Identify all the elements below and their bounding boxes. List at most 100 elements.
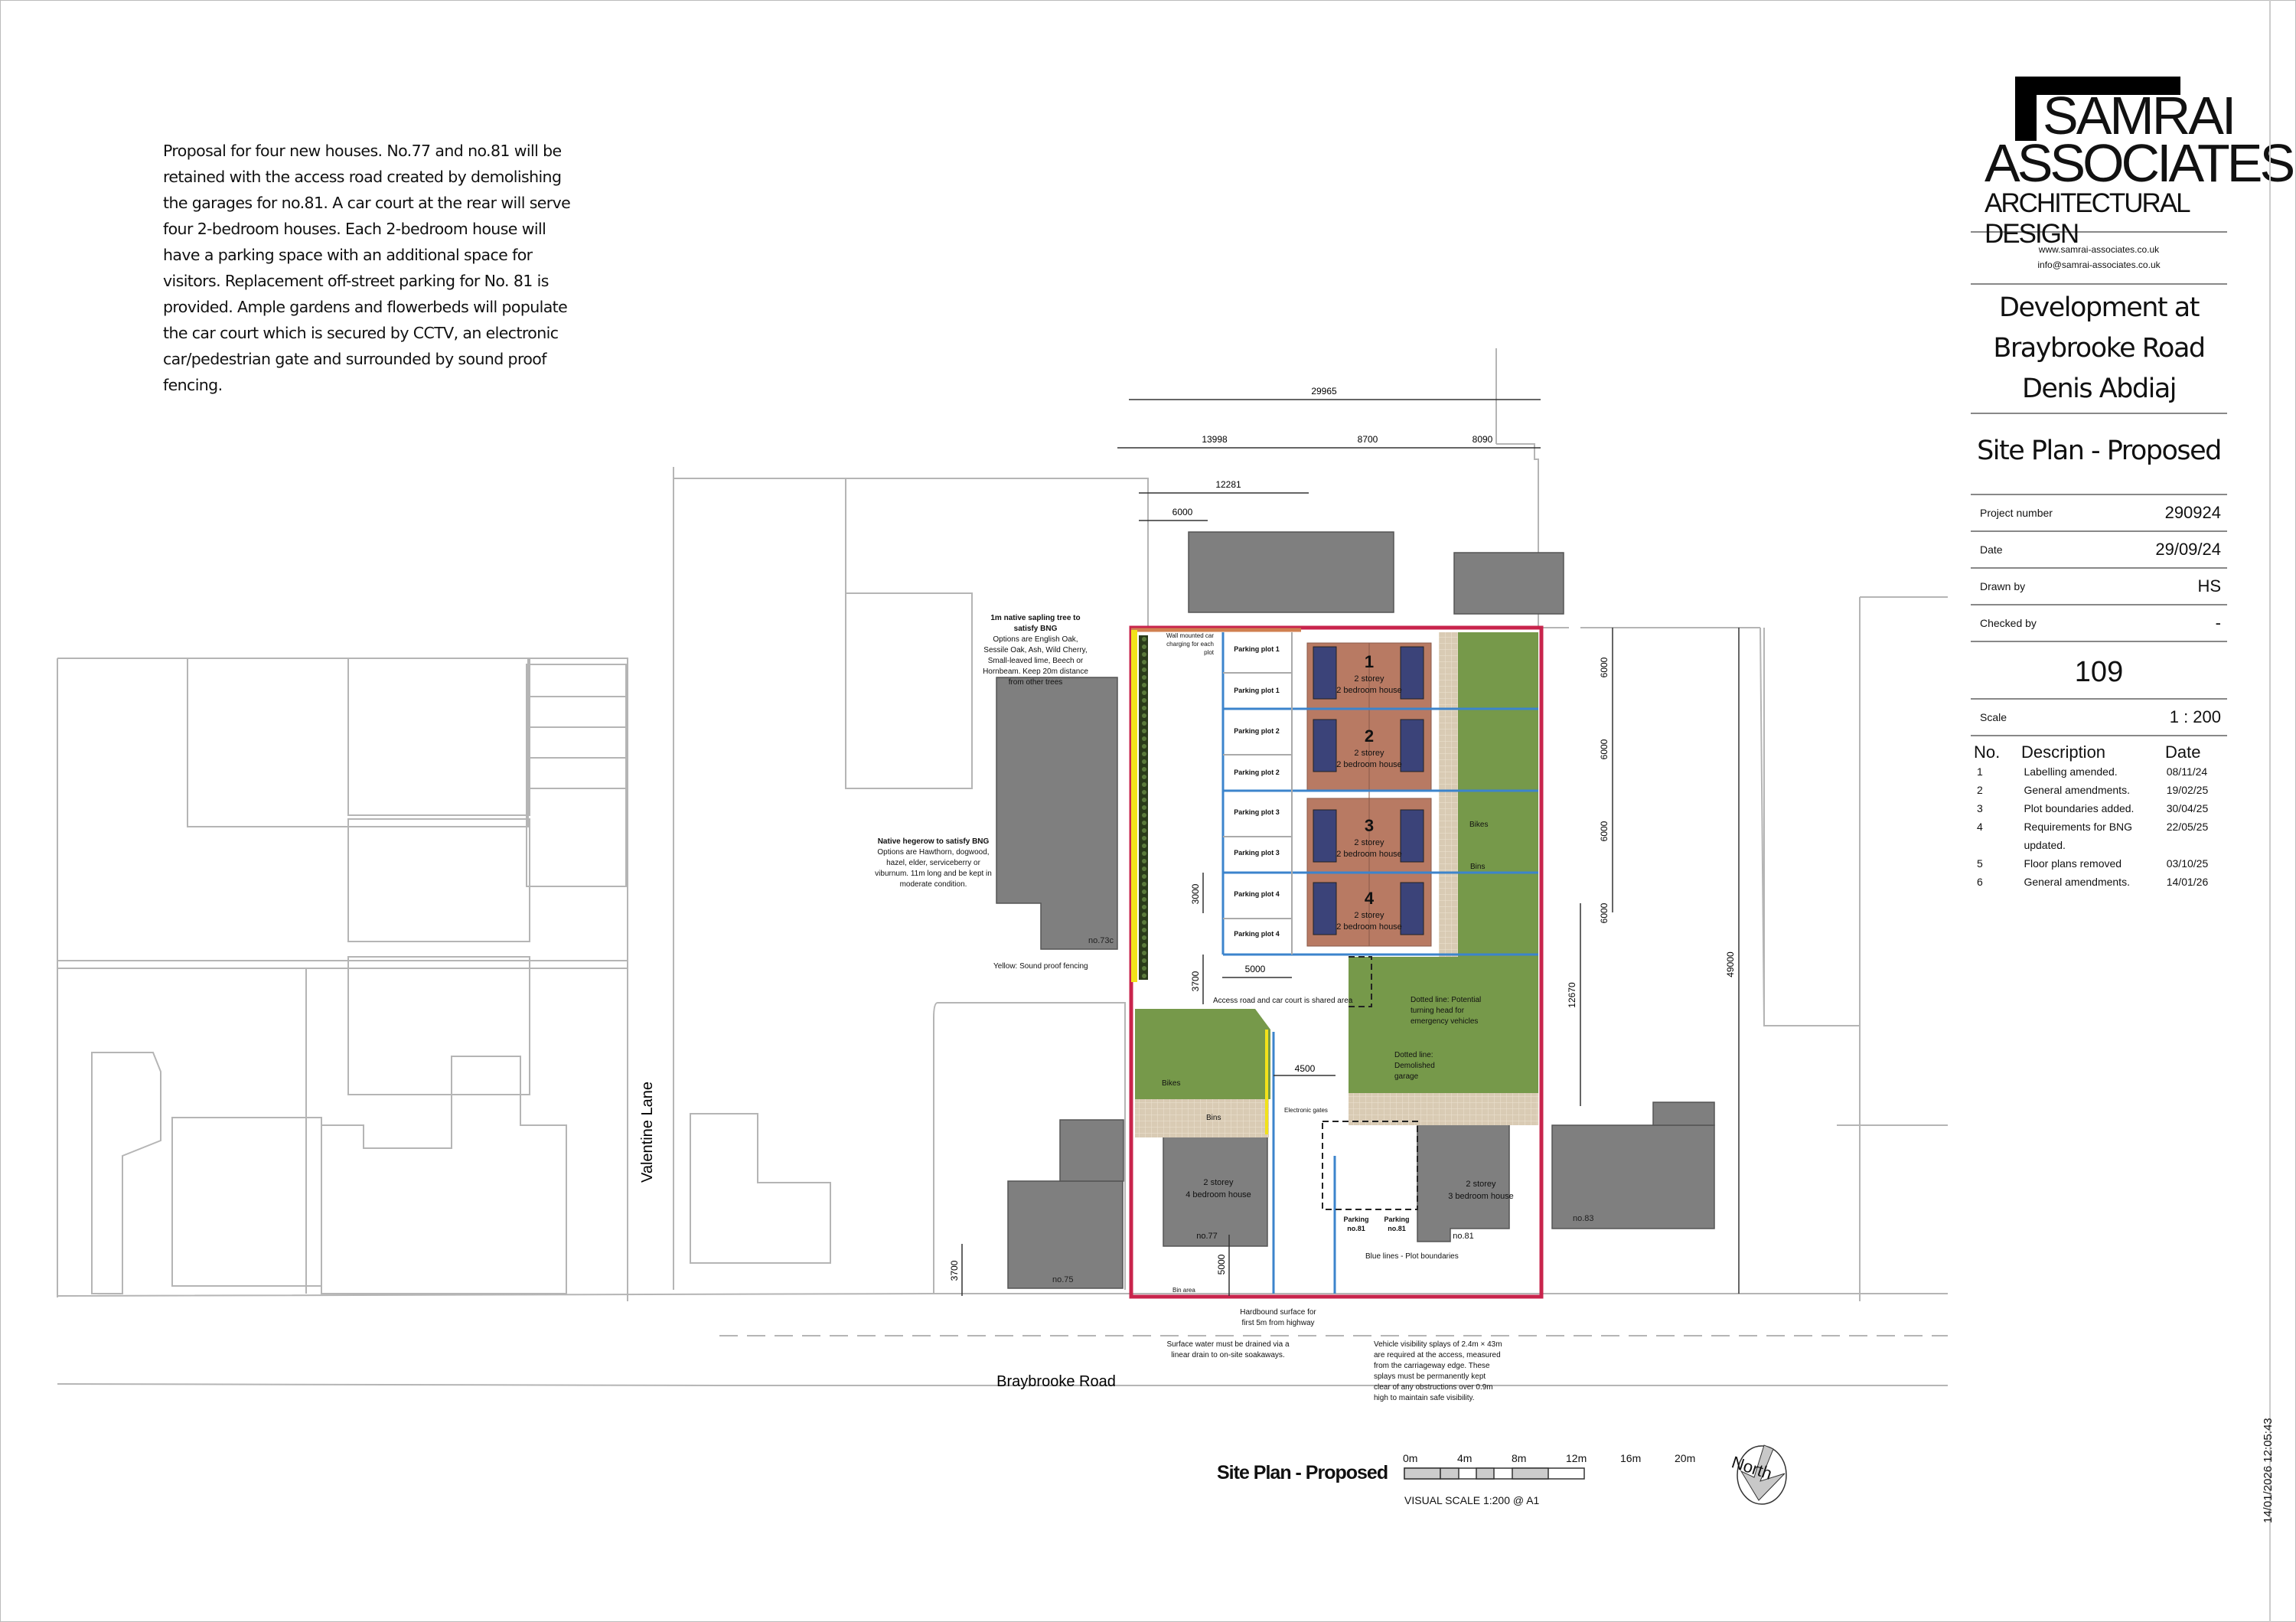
sheet-edge — [2269, 0, 2271, 1622]
company-logo: SAMRAI ASSOCIATES ARCHITECTURAL DESIGN — [1971, 61, 2295, 249]
svg-text:12670: 12670 — [1567, 982, 1577, 1008]
sound-fence — [1131, 630, 1137, 982]
svg-text:3 bedroom house: 3 bedroom house — [1448, 1192, 1514, 1201]
svg-text:2: 2 — [1365, 726, 1374, 746]
svg-text:2 storey: 2 storey — [1354, 674, 1384, 684]
left-garden — [1135, 1009, 1270, 1099]
native-hedgerow — [1139, 635, 1148, 980]
no73c-label: no.73c — [1088, 936, 1114, 945]
svg-text:2 bedroom house: 2 bedroom house — [1336, 760, 1402, 769]
dim-5000: 5000 — [1245, 964, 1266, 974]
svg-text:Parking plot 1: Parking plot 1 — [1234, 687, 1280, 694]
svg-text:Parking plot 3: Parking plot 3 — [1234, 808, 1280, 816]
email-link[interactable]: info@samrai-associates.co.uk — [2037, 259, 2161, 270]
road-valentine: Valentine Lane — [639, 1082, 656, 1183]
visual-scale-note: VISUAL SCALE 1:200 @ A1 — [1404, 1494, 1540, 1506]
svg-text:2 storey: 2 storey — [1354, 911, 1384, 920]
no75-label: no.75 — [1052, 1275, 1074, 1284]
dimension-lines — [961, 399, 1740, 1296]
svg-text:Parking plot 4: Parking plot 4 — [1234, 890, 1280, 898]
svg-text:Parking plot 4: Parking plot 4 — [1234, 930, 1280, 938]
svg-text:4: 4 — [1365, 889, 1375, 908]
svg-text:2 bedroom house: 2 bedroom house — [1336, 686, 1402, 695]
visibility-splay-note: Vehicle visibility splays of 2.4m × 43m … — [1374, 1340, 1502, 1402]
hardbound-note: Hardbound surface for first 5m from high… — [1240, 1308, 1316, 1327]
svg-text:2 bedroom house: 2 bedroom house — [1336, 850, 1402, 859]
surface-water-note: Surface water must be drained via a line… — [1166, 1340, 1290, 1359]
dim-13998: 13998 — [1202, 434, 1228, 445]
svg-text:Electronic gates: Electronic gates — [1284, 1107, 1328, 1114]
no83-label: no.83 — [1573, 1214, 1594, 1223]
road-braybrooke: Braybrooke Road — [996, 1373, 1116, 1390]
website-link[interactable]: www.samrai-associates.co.uk — [2038, 244, 2160, 255]
svg-text:3700: 3700 — [1190, 971, 1201, 991]
scale-tick: 16m — [1620, 1452, 1642, 1464]
svg-text:Parking plot 3: Parking plot 3 — [1234, 849, 1280, 857]
drawing-caption: Site Plan - Proposed — [1217, 1462, 1388, 1483]
svg-text:Access road and car court is s: Access road and car court is shared area — [1213, 997, 1353, 1005]
drawing-number: 109 — [2074, 656, 2124, 688]
scale-tick: 8m — [1512, 1452, 1527, 1464]
svg-text:6000: 6000 — [1599, 902, 1609, 923]
svg-text:3700: 3700 — [949, 1260, 960, 1281]
svg-text:no.81: no.81 — [1347, 1225, 1365, 1232]
dim-6000: 6000 — [1172, 507, 1193, 517]
svg-text:Bikes: Bikes — [1469, 821, 1488, 829]
svg-text:2 storey: 2 storey — [1466, 1180, 1496, 1189]
svg-text:6000: 6000 — [1599, 821, 1609, 841]
svg-text:1: 1 — [1365, 652, 1374, 671]
dim-8090: 8090 — [1473, 434, 1493, 445]
svg-text:Bins: Bins — [1470, 863, 1485, 871]
title-block: SAMRAI ASSOCIATES ARCHITECTURAL DESIGN w… — [1971, 61, 2295, 891]
visual-scale-bar — [1404, 1467, 1585, 1480]
contact-info: www.samrai-associates.co.uk info@samrai-… — [1971, 233, 2227, 283]
svg-text:Parking plot 2: Parking plot 2 — [1234, 727, 1280, 735]
dim-29965: 29965 — [1311, 386, 1337, 397]
svg-text:2 storey: 2 storey — [1203, 1178, 1234, 1187]
proposal-description: Proposal for four new houses. No.77 and … — [163, 142, 571, 394]
svg-text:3: 3 — [1365, 816, 1374, 835]
svg-text:Bin area: Bin area — [1172, 1287, 1195, 1294]
svg-text:6000: 6000 — [1599, 739, 1609, 759]
svg-text:4 bedroom house: 4 bedroom house — [1186, 1190, 1251, 1199]
dim-8700: 8700 — [1358, 434, 1378, 445]
svg-text:Parking: Parking — [1343, 1216, 1368, 1223]
site-boundary — [1129, 625, 1544, 1299]
svg-text:no.81: no.81 — [1388, 1225, 1406, 1232]
tree-note: 1m native sapling tree to satisfy BNG Op… — [983, 614, 1088, 687]
plot-boundaries — [1221, 632, 1538, 1294]
svg-text:Parking: Parking — [1384, 1216, 1409, 1223]
print-timestamp: 14/01/2026 12:05:43 — [2262, 1418, 2275, 1523]
svg-text:Bins: Bins — [1206, 1114, 1221, 1122]
neighbour-roofs — [996, 531, 1715, 1289]
svg-text:Blue lines - Plot boundaries: Blue lines - Plot boundaries — [1365, 1252, 1459, 1261]
hedge-note: Native hegerow to satisfy BNG Options ar… — [875, 837, 992, 889]
svg-text:Bikes: Bikes — [1162, 1079, 1180, 1088]
svg-text:3000: 3000 — [1190, 883, 1201, 904]
site-plan-drawing: no.73c no.75 no.83 — [57, 348, 1948, 1505]
scale-tick: 4m — [1457, 1452, 1473, 1464]
svg-text:Yellow: Sound proof fencing: Yellow: Sound proof fencing — [993, 962, 1088, 971]
turning-head-note: Dotted line: Potential turning head for … — [1411, 996, 1482, 1026]
svg-text:6000: 6000 — [1599, 657, 1609, 677]
svg-text:49000: 49000 — [1725, 951, 1736, 977]
charging-note: Wall mounted car charging for each plot — [1166, 632, 1214, 656]
demolished-garage-note: Dotted line: Demolished garage — [1394, 1051, 1435, 1081]
rear-garden — [1458, 632, 1538, 958]
scale-tick: 12m — [1566, 1452, 1587, 1464]
project-title: Development at Braybrooke Road Denis Abd… — [1993, 292, 2206, 404]
north-arrow-icon — [1737, 1444, 1787, 1505]
dim-12281: 12281 — [1215, 479, 1241, 490]
field-checked-by: Checked by- — [1971, 605, 2227, 642]
dim-4500: 4500 — [1295, 1063, 1316, 1074]
scale-tick: 20m — [1675, 1452, 1696, 1464]
svg-text:2 storey: 2 storey — [1354, 749, 1384, 758]
braybrooke-road-lines — [57, 1293, 1948, 1386]
